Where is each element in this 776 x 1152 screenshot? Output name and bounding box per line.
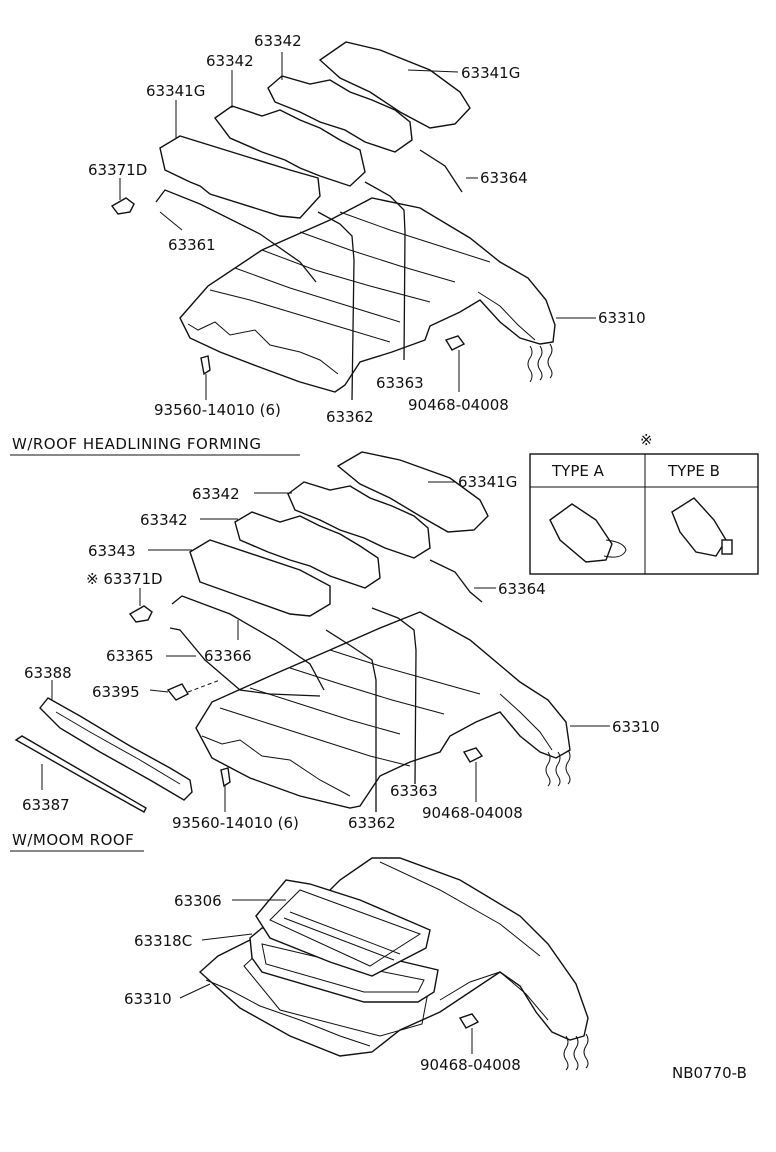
screw-93560-mid — [220, 767, 231, 788]
screw-93560-top — [200, 355, 211, 376]
label-d1-63371D: 63371D — [88, 161, 147, 179]
legend-type-a: TYPE A — [551, 462, 605, 480]
headlining-63310-top — [179, 197, 556, 393]
pad-63342-lower — [214, 105, 366, 187]
label-d2-63341G: 63341G — [458, 473, 517, 491]
label-d1-63342-a: 63342 — [254, 32, 302, 50]
label-d1-63361: 63361 — [168, 236, 216, 254]
label-d3-63306: 63306 — [174, 892, 222, 910]
leaders-mid — [41, 481, 610, 812]
label-d1-63341G-b: 63341G — [146, 82, 205, 100]
type-legend — [529, 453, 759, 575]
rod-63366 — [171, 595, 325, 691]
label-d2-90468: 90468-04008 — [422, 804, 523, 822]
clip-90468-bottom — [458, 1013, 480, 1029]
leaders-top — [119, 52, 596, 400]
label-d2-63387: 63387 — [22, 796, 70, 814]
legend-type-b: TYPE B — [667, 462, 720, 480]
label-d1-63363: 63363 — [376, 374, 424, 392]
label-d1-63341G-a: 63341G — [461, 64, 520, 82]
pad-63342-mid-lower — [234, 511, 381, 589]
label-d3-63310: 63310 — [124, 990, 172, 1008]
clip-90468-top — [444, 335, 466, 351]
section-title-middle: W/MOOM ROOF — [12, 831, 134, 849]
rail-63388 — [39, 697, 193, 801]
bow-63363 — [364, 181, 406, 361]
rod-63364-mid — [429, 559, 483, 603]
label-d2-63366: 63366 — [204, 647, 252, 665]
label-d2-63364: 63364 — [498, 580, 546, 598]
diagram-bottom — [179, 857, 589, 1071]
clip-63371D — [110, 197, 135, 215]
type-a-clip — [549, 503, 613, 563]
pad-63343 — [189, 539, 331, 617]
label-d2-63342-a: 63342 — [192, 485, 240, 503]
label-d2-63343: 63343 — [88, 542, 136, 560]
legend-mark: ※ — [640, 431, 653, 449]
clip-90468-mid — [462, 747, 484, 763]
bow-63363-mid — [371, 607, 417, 785]
headlining-63310-mid — [195, 611, 571, 809]
label-d1-63364: 63364 — [480, 169, 528, 187]
label-d2-63310: 63310 — [612, 718, 660, 736]
label-d2-63395: 63395 — [92, 683, 140, 701]
rod-63361 — [155, 189, 317, 283]
panel-63306 — [255, 879, 431, 977]
rod-63365 — [169, 627, 321, 697]
pad-63341G-upper — [318, 41, 471, 129]
label-d1-63342-b: 63342 — [206, 52, 254, 70]
diagram-middle — [14, 451, 610, 813]
label-d1-90468: 90468-04008 — [408, 396, 509, 414]
clip-63371D-mid — [128, 605, 153, 623]
pad-63341G-mid — [336, 451, 489, 533]
strip-63387 — [14, 735, 147, 813]
leaders-bottom — [179, 899, 473, 1054]
section-title-top: W/ROOF HEADLINING FORMING — [12, 435, 262, 453]
label-d2-63371D: ※ 63371D — [86, 570, 163, 588]
pad-63341G-lower — [159, 135, 321, 219]
label-d2-93560: 93560-14010 (6) — [172, 814, 299, 832]
pad-63342-upper — [267, 75, 413, 153]
type-b-clip — [671, 497, 727, 557]
label-d3-90468: 90468-04008 — [420, 1056, 521, 1074]
diagram-top — [110, 41, 596, 401]
label-d2-63342-b: 63342 — [140, 511, 188, 529]
label-d2-63362: 63362 — [348, 814, 396, 832]
label-d3-63318C: 63318C — [134, 932, 192, 950]
label-d2-63363: 63363 — [390, 782, 438, 800]
bow-63362-mid — [325, 629, 377, 812]
pad-63342-mid-upper — [287, 481, 431, 559]
bow-63362 — [317, 211, 355, 401]
drawing-code: NB0770-B — [672, 1064, 747, 1082]
clip-63395 — [166, 683, 189, 701]
label-d1-63362: 63362 — [326, 408, 374, 426]
label-d1-93560: 93560-14010 (6) — [154, 401, 281, 419]
label-d2-63365: 63365 — [106, 647, 154, 665]
rod-63364 — [419, 149, 463, 193]
label-d2-63388: 63388 — [24, 664, 72, 682]
label-d1-63310: 63310 — [598, 309, 646, 327]
